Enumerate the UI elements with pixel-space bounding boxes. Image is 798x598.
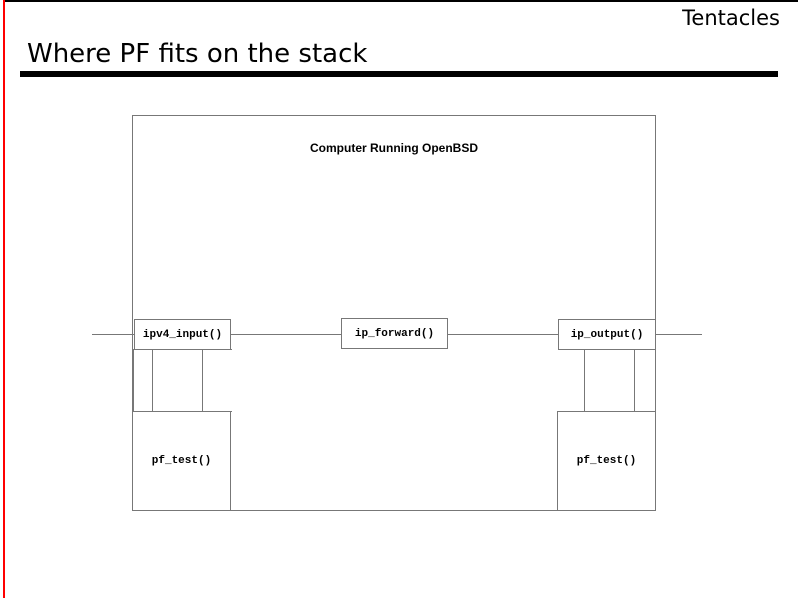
deck-tag: Tentacles xyxy=(682,6,780,30)
wire-right-branch-outer xyxy=(584,349,585,411)
wire-ingress xyxy=(92,334,134,335)
host-container-box xyxy=(132,115,656,511)
box-pf-test-inbound[interactable]: pf_test() xyxy=(132,411,231,511)
left-accent-bar xyxy=(3,0,5,598)
wire-right-branch-inner xyxy=(634,349,635,411)
wire-forward-to-output xyxy=(448,334,558,335)
wire-left-branch-return xyxy=(202,349,203,411)
box-ipv4-input-label: ipv4_input() xyxy=(142,328,223,341)
top-edge-rule xyxy=(5,0,798,2)
wire-input-to-forward xyxy=(231,334,341,335)
box-pf-test-outbound-label: pf_test() xyxy=(576,455,637,467)
box-ip-forward[interactable]: ip_forward() xyxy=(341,318,448,349)
box-pf-test-outbound[interactable]: pf_test() xyxy=(557,411,656,511)
page-title: Where PF fits on the stack xyxy=(27,39,368,69)
wire-egress xyxy=(656,334,702,335)
box-pf-test-inbound-label: pf_test() xyxy=(151,455,212,467)
box-ip-forward-label: ip_forward() xyxy=(354,327,435,340)
box-ipv4-input[interactable]: ipv4_input() xyxy=(134,319,231,350)
box-ip-output[interactable]: ip_output() xyxy=(558,319,656,350)
wire-left-branch-inner xyxy=(152,349,153,411)
box-ip-output-label: ip_output() xyxy=(570,328,644,341)
title-underline-rule xyxy=(20,71,778,77)
host-container-label: Computer Running OpenBSD xyxy=(310,141,478,155)
wire-left-branch-outer xyxy=(133,349,134,411)
wire-right-branch-return xyxy=(655,349,656,411)
